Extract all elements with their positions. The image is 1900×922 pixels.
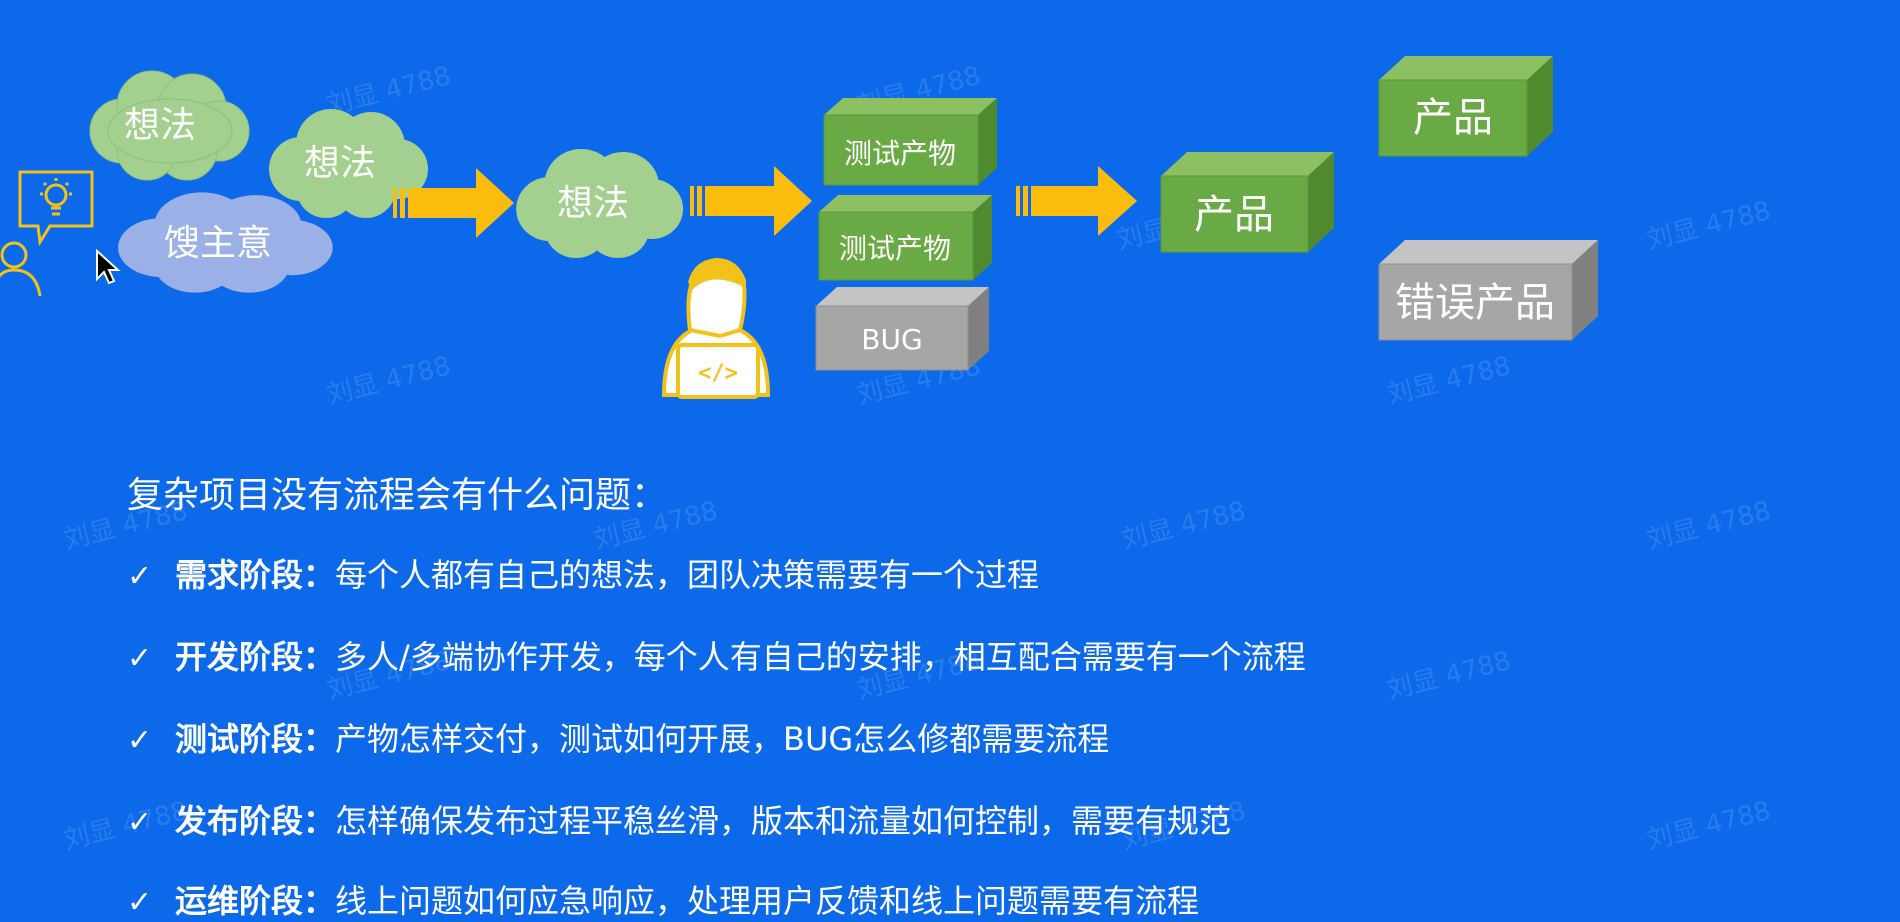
- list-item: ✓ 需求阶段： 每个人都有自己的想法，团队决策需要有一个过程: [127, 550, 1039, 596]
- error-product-box: [1378, 240, 1598, 341]
- watermark: 刘显 4788: [1643, 796, 1774, 856]
- check-icon: ✓: [127, 723, 153, 758]
- watermark: 刘显 4788: [1643, 496, 1774, 556]
- product-label: 产品: [1413, 95, 1493, 141]
- list-item-text: 线上问题如何应急响应，处理用户反馈和线上问题需要有流程: [335, 882, 1200, 920]
- section-heading: 复杂项目没有流程会有什么问题：: [127, 475, 668, 516]
- bug-label: BUG: [861, 323, 922, 356]
- list-item-label: 运维阶段：: [175, 882, 336, 920]
- box-label: 测试产物: [839, 232, 951, 265]
- list-item-label: 发布阶段：: [175, 802, 336, 840]
- cloud-label: 想法: [557, 183, 629, 224]
- mouse-cursor-icon: [96, 249, 121, 285]
- arrow-right-icon: [690, 166, 812, 236]
- person-outline-icon: [0, 241, 42, 297]
- arrow-right-icon: [393, 168, 514, 238]
- cloud-label: 想法: [304, 143, 376, 184]
- watermark: 刘显 4788: [1383, 646, 1514, 706]
- list-item: ✓ 运维阶段： 线上问题如何应急响应，处理用户反馈和线上问题需要有流程: [127, 876, 1199, 922]
- list-item-label: 开发阶段：: [175, 638, 336, 676]
- product-box-top: [1378, 56, 1553, 157]
- list-item-text: 怎样确保发布过程平稳丝滑，版本和流量如何控制，需要有规范: [335, 802, 1232, 840]
- list-item: ✓ 发布阶段： 怎样确保发布过程平稳丝滑，版本和流量如何控制，需要有规范: [127, 796, 1231, 842]
- list-item: ✓ 测试阶段： 产物怎样交付，测试如何开展，BUG怎么修都需要流程: [127, 714, 1109, 760]
- watermark: 刘显 4788: [1118, 496, 1249, 556]
- lightbulb-chat-icon: [18, 170, 94, 247]
- cloud-label: 想法: [124, 105, 196, 146]
- artifact-box-2: [818, 195, 992, 281]
- arrow-right-icon: [1016, 166, 1137, 236]
- bug-box: [815, 287, 989, 371]
- box-label: 测试产物: [844, 137, 956, 170]
- list-item-label: 需求阶段：: [175, 556, 336, 594]
- check-icon: ✓: [127, 641, 153, 676]
- check-icon: ✓: [127, 559, 153, 594]
- list-item-text: 多人/多端协作开发，每个人有自己的安排，相互配合需要有一个流程: [335, 638, 1306, 676]
- list-item-text: 产物怎样交付，测试如何开展，BUG怎么修都需要流程: [335, 720, 1110, 758]
- product-box-main: [1160, 152, 1334, 253]
- svg-text:</>: </>: [698, 361, 738, 386]
- error-product-label: 错误产品: [1395, 280, 1555, 326]
- cloud-label: 馊主意: [164, 223, 272, 264]
- list-item-label: 测试阶段：: [175, 720, 336, 758]
- developer-laptop-icon: </>: [661, 258, 771, 399]
- product-label: 产品: [1194, 192, 1274, 238]
- list-item: ✓ 开发阶段： 多人/多端协作开发，每个人有自己的安排，相互配合需要有一个流程: [127, 632, 1306, 678]
- artifact-box-1: [823, 98, 997, 186]
- list-item-text: 每个人都有自己的想法，团队决策需要有一个过程: [335, 556, 1040, 594]
- check-icon: ✓: [127, 805, 153, 840]
- check-icon: ✓: [127, 885, 153, 920]
- workflow-diagram: 想法 想法 馊主意 想法 </> 测试产物 测试产物: [0, 56, 1598, 399]
